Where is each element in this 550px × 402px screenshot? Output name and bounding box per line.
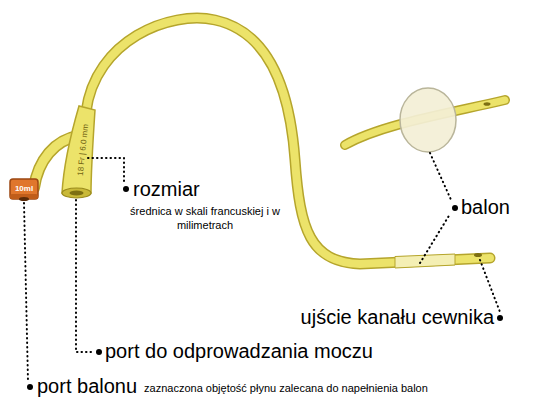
- leader-dot: [452, 205, 458, 211]
- leader-dot: [497, 315, 503, 321]
- leader-line: [24, 203, 28, 381]
- drainage-port-lumen: [70, 191, 84, 196]
- balloon-port-cap: [10, 179, 38, 199]
- inflated-balloon: [400, 88, 456, 152]
- part-name: balon: [461, 196, 510, 219]
- catheter-eye: [484, 102, 491, 106]
- leader-line: [430, 153, 452, 202]
- volume-marking: 10ml: [15, 184, 33, 193]
- part-name: rozmiar: [133, 178, 200, 201]
- leader-line: [420, 214, 450, 263]
- catheter-shaft: [86, 18, 490, 264]
- part-note: średnica w skali francuskiej i w milimet…: [125, 204, 285, 233]
- drainage-port-opening: [62, 188, 91, 198]
- balloon-port-valve: [19, 197, 29, 201]
- leader-dot: [123, 186, 129, 192]
- size-marking: 18 Fr | 6.0 mm: [76, 124, 91, 177]
- leader-line: [480, 260, 500, 312]
- leader-line: [76, 200, 94, 352]
- leader-dot: [96, 349, 102, 355]
- part-name: port balonu: [37, 375, 137, 398]
- leader-dot: [27, 384, 33, 390]
- drainage-funnel: [62, 106, 95, 193]
- leader-line: [88, 158, 124, 183]
- catheter-eye: [474, 253, 482, 257]
- catheter-shaft: [86, 18, 490, 264]
- part-name: ujście kanału cewnika: [301, 306, 494, 329]
- part-name: port do odprowadzania moczu: [105, 340, 373, 363]
- part-note: zaznaczona objętość płynu zalecana do na…: [144, 382, 428, 395]
